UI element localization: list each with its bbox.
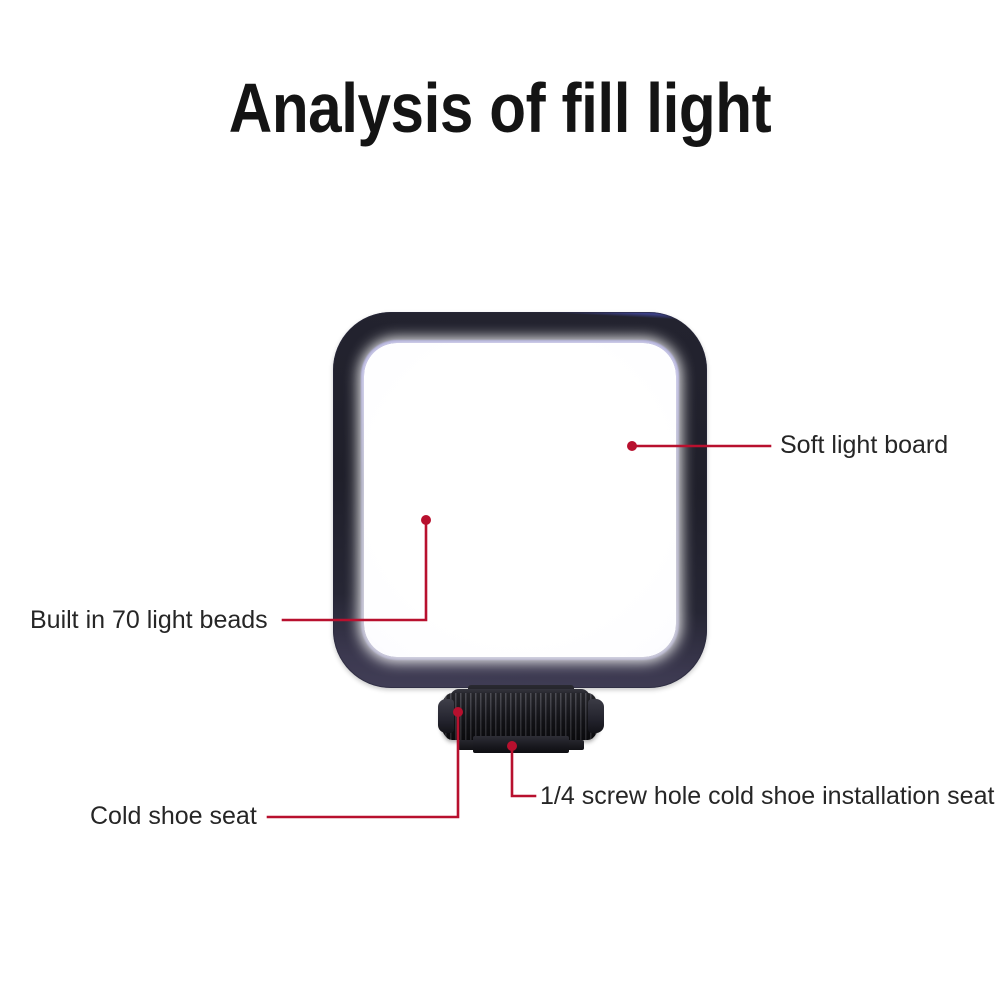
callout-dot-light-beads — [421, 515, 431, 525]
callout-leader-screw-hole-seat — [510, 744, 537, 798]
callout-label-cold-shoe-seat: Cold shoe seat — [90, 802, 257, 830]
light-panel-frame — [333, 312, 707, 688]
callout-dot-screw-hole-seat — [507, 741, 517, 751]
callout-leader-cold-shoe-seat — [266, 710, 460, 819]
callout-label-soft-light-board: Soft light board — [780, 431, 949, 459]
callout-leader-light-beads — [281, 518, 428, 622]
callout-dot-cold-shoe-seat — [453, 707, 463, 717]
callout-label-built-in-70-light-beads: Built in 70 light beads — [30, 606, 268, 634]
page-title: Analysis of fill light — [228, 69, 772, 147]
soft-light-board-surface — [364, 343, 676, 657]
callout-dot-soft-light-board — [627, 441, 637, 451]
callout-label-quarter-screw-hole-cold-shoe-installation-seat: 1/4 screw hole cold shoe installation se… — [540, 782, 995, 810]
